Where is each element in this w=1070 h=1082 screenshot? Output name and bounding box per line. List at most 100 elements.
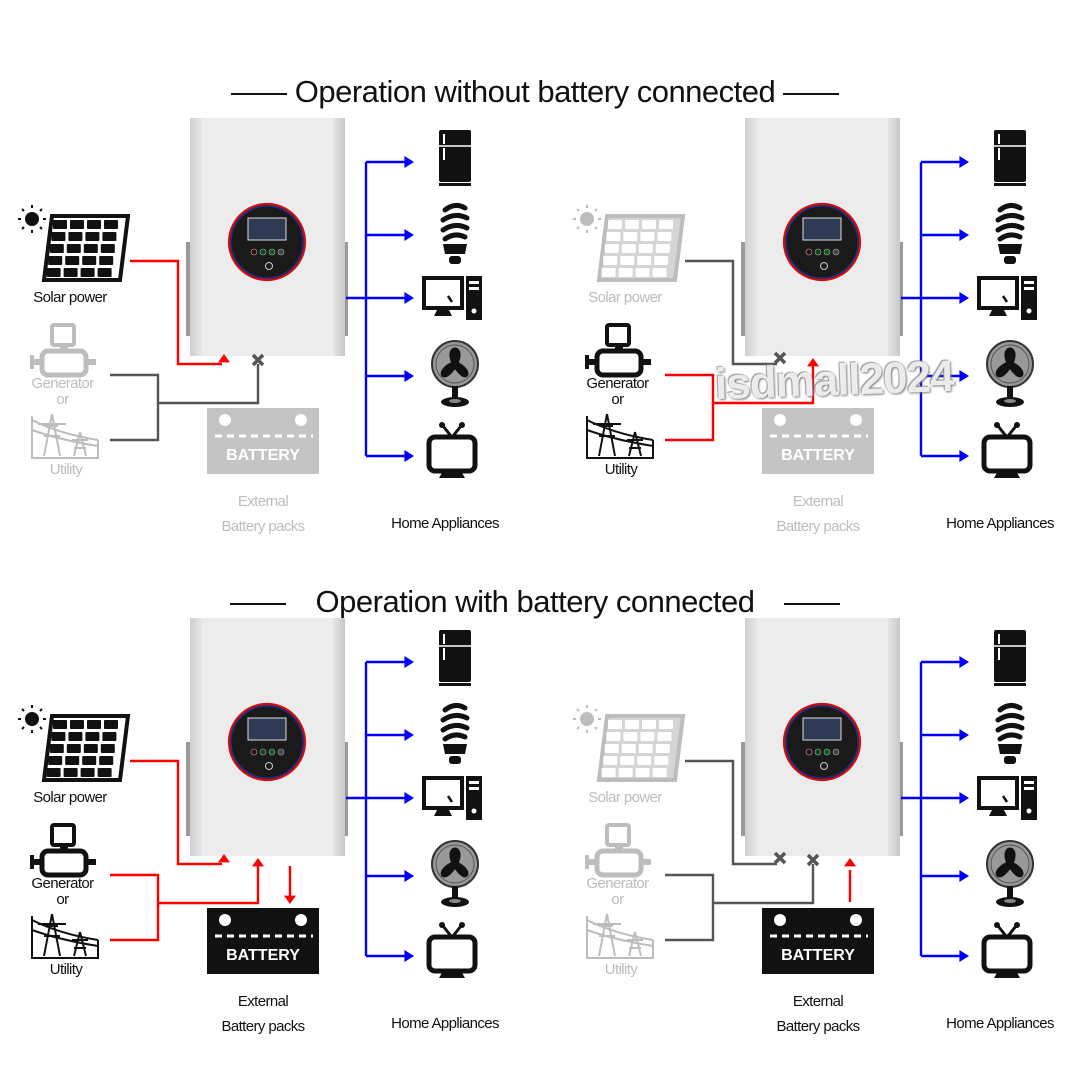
output-arrow bbox=[404, 292, 414, 304]
solar-blocked-icon bbox=[773, 351, 787, 365]
appliance-fan-icon bbox=[430, 340, 480, 413]
appliance-fan-icon bbox=[430, 840, 480, 913]
battery-packs-label: Battery packs bbox=[221, 518, 305, 535]
battery-packs-label: Battery packs bbox=[221, 1018, 305, 1035]
output-arrow bbox=[959, 292, 969, 304]
output-arrow bbox=[959, 370, 969, 382]
output-arrow bbox=[404, 870, 414, 882]
utility-grid-icon bbox=[31, 913, 99, 959]
output-arrow bbox=[959, 229, 969, 241]
output-arrow bbox=[404, 450, 414, 462]
battery-charge-arrow bbox=[284, 895, 296, 904]
battery-text: BATTERY bbox=[226, 947, 300, 964]
battery-icon: BATTERY bbox=[762, 408, 874, 474]
inverter-device bbox=[741, 118, 903, 356]
or-label: or bbox=[611, 891, 624, 908]
home-appliances-label: Home Appliances bbox=[391, 1015, 499, 1032]
utility-source bbox=[585, 910, 655, 965]
solar-power-label: Solar power bbox=[588, 289, 662, 306]
solar-wire bbox=[130, 259, 222, 366]
external-battery: BATTERY bbox=[207, 408, 319, 479]
wiring bbox=[665, 156, 969, 462]
home-appliances-label: Home Appliances bbox=[946, 1015, 1054, 1032]
solar-panel-icon bbox=[18, 205, 131, 282]
output-arrow bbox=[404, 370, 414, 382]
solar-arrow bbox=[218, 854, 230, 863]
solar-source bbox=[18, 205, 131, 293]
battery-text: BATTERY bbox=[226, 447, 300, 464]
solar-blocked-icon bbox=[773, 851, 787, 865]
grid-feed-wire bbox=[158, 364, 260, 405]
grid-blocked-icon bbox=[251, 353, 265, 367]
or-label: or bbox=[56, 891, 69, 908]
appliance-light-bulb-icon bbox=[992, 702, 1028, 773]
or-label: or bbox=[56, 391, 69, 408]
grid-arrow bbox=[252, 858, 264, 867]
utility-label: Utility bbox=[604, 461, 638, 478]
battery-icon: BATTERY bbox=[207, 408, 319, 474]
output-arrow bbox=[959, 870, 969, 882]
appliance-computer-icon bbox=[977, 276, 1039, 325]
appliance-computer-icon bbox=[977, 776, 1039, 825]
generator-source bbox=[30, 323, 100, 384]
title-rule bbox=[229, 602, 286, 605]
appliance-fan-icon bbox=[985, 840, 1035, 913]
utility-label: Utility bbox=[49, 461, 83, 478]
generator-icon bbox=[585, 823, 651, 878]
appliance-light-bulb-icon bbox=[437, 202, 473, 273]
utility-source bbox=[30, 410, 100, 465]
appliance-computer-icon bbox=[422, 776, 484, 825]
grid-wire bbox=[665, 873, 715, 942]
external-label: External bbox=[237, 493, 289, 510]
output-arrow bbox=[404, 950, 414, 962]
solar-source bbox=[18, 705, 131, 793]
output-arrow bbox=[959, 950, 969, 962]
inverter-device bbox=[186, 618, 348, 856]
battery-icon: BATTERY bbox=[762, 908, 874, 974]
generator-icon bbox=[585, 323, 651, 378]
generator-label: Generator bbox=[31, 875, 94, 892]
title-rule bbox=[784, 602, 841, 605]
inverter-device bbox=[186, 118, 348, 356]
battery-packs-label: Battery packs bbox=[776, 518, 860, 535]
inverter bbox=[741, 118, 903, 363]
generator-label: Generator bbox=[31, 375, 94, 392]
solar-wire bbox=[685, 759, 777, 866]
utility-grid-icon bbox=[586, 913, 654, 959]
solar-power-label: Solar power bbox=[33, 289, 107, 306]
utility-source bbox=[585, 410, 655, 465]
appliance-refrigerator-icon bbox=[992, 130, 1028, 191]
inverter bbox=[741, 618, 903, 863]
grid-arrow bbox=[807, 358, 819, 367]
appliance-tv-icon bbox=[980, 422, 1034, 485]
appliance-refrigerator-icon bbox=[992, 630, 1028, 691]
solar-wire bbox=[130, 759, 222, 866]
utility-label: Utility bbox=[604, 961, 638, 978]
output-arrow bbox=[404, 729, 414, 741]
generator-source bbox=[585, 323, 655, 384]
inverter bbox=[186, 118, 348, 363]
grid-blocked-icon bbox=[806, 853, 820, 867]
section-title-without-battery: Operation without battery connected bbox=[0, 74, 1070, 110]
utility-grid-icon bbox=[586, 413, 654, 459]
appliance-light-bulb-icon bbox=[437, 702, 473, 773]
output-arrow bbox=[959, 729, 969, 741]
title-rule bbox=[230, 92, 287, 95]
wiring bbox=[665, 656, 969, 962]
title-text: Operation with battery connected bbox=[315, 584, 755, 619]
solar-wire bbox=[685, 259, 777, 366]
solar-source bbox=[573, 705, 686, 793]
title-text: Operation without battery connected bbox=[294, 74, 776, 109]
solar-panel-icon bbox=[573, 205, 686, 282]
external-battery: BATTERY bbox=[207, 908, 319, 979]
home-appliances-label: Home Appliances bbox=[391, 515, 499, 532]
battery-discharge-arrow bbox=[844, 858, 856, 867]
or-label: or bbox=[611, 391, 624, 408]
utility-grid-icon bbox=[31, 413, 99, 459]
external-label: External bbox=[237, 993, 289, 1010]
output-arrow bbox=[959, 450, 969, 462]
generator-source bbox=[30, 823, 100, 884]
output-arrow bbox=[404, 156, 414, 168]
